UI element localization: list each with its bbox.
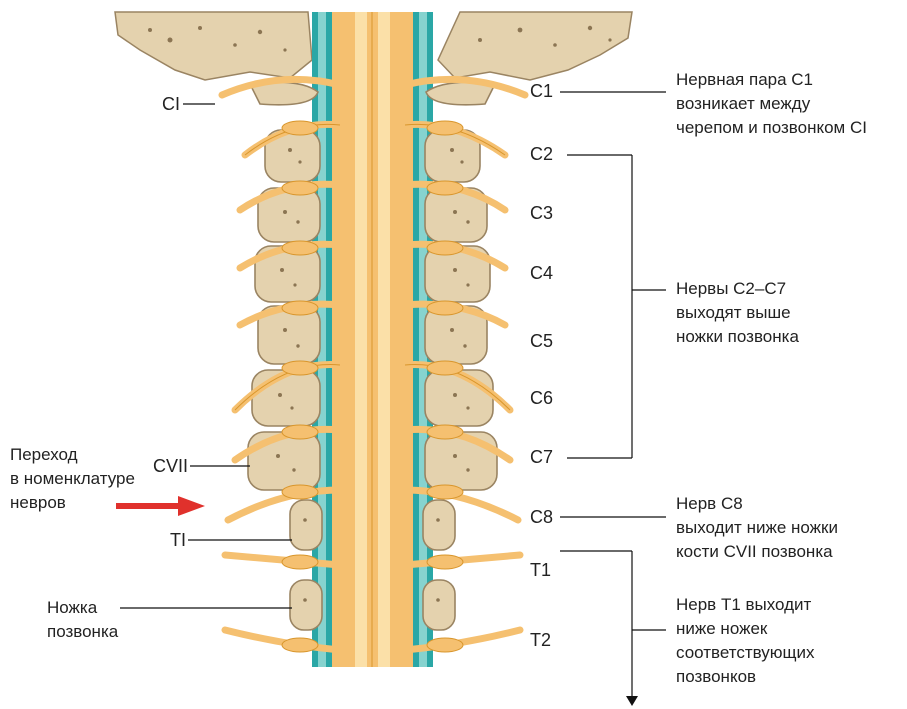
- transition-line-3: невров: [10, 491, 135, 515]
- transition-line-1: Переход: [10, 443, 135, 467]
- label-t1: T1: [530, 559, 551, 581]
- note-c2-c7-line-1: Нервы C2–C7: [676, 277, 799, 301]
- label-c6: C6: [530, 387, 553, 409]
- label-c8: C8: [530, 506, 553, 528]
- pedicle-line-1: Ножка: [47, 596, 118, 620]
- vertebrae-right: [423, 82, 497, 630]
- spinal-cord: [332, 12, 413, 667]
- label-t2: T2: [530, 629, 551, 651]
- note-c8: Нерв C8 выходит ниже ножки кости CVII по…: [676, 492, 838, 564]
- transition-note: Переход в номенклатуре невров: [10, 443, 135, 515]
- label-c7: C7: [530, 446, 553, 468]
- pedicle-note: Ножка позвонка: [47, 596, 118, 644]
- note-c1-line-3: черепом и позвонком CI: [676, 116, 867, 140]
- vertebrae-left: [248, 82, 322, 630]
- note-c2-c7-line-2: выходят выше: [676, 301, 799, 325]
- note-c8-line-3: кости CVII позвонка: [676, 540, 838, 564]
- note-c8-line-1: Нерв C8: [676, 492, 838, 516]
- note-c8-line-2: выходит ниже ножки: [676, 516, 838, 540]
- note-t1-line-2: ниже ножек: [676, 617, 815, 641]
- note-c1: Нервная пара C1 возникает между черепом …: [676, 68, 867, 140]
- label-c1: C1: [530, 80, 553, 102]
- label-c3: C3: [530, 202, 553, 224]
- label-c2: C2: [530, 143, 553, 165]
- pedicle-line-2: позвонка: [47, 620, 118, 644]
- label-ti: TI: [150, 529, 186, 551]
- label-cvii: CVII: [140, 455, 188, 477]
- transition-line-2: в номенклатуре: [10, 467, 135, 491]
- note-t1-line-1: Нерв T1 выходит: [676, 593, 815, 617]
- note-c1-line-2: возникает между: [676, 92, 867, 116]
- note-c2-c7: Нервы C2–C7 выходят выше ножки позвонка: [676, 277, 799, 349]
- label-c5: C5: [530, 330, 553, 352]
- note-t1: Нерв T1 выходит ниже ножек соответствующ…: [676, 593, 815, 689]
- label-c4: C4: [530, 262, 553, 284]
- label-ci: CI: [140, 93, 180, 115]
- note-t1-line-4: позвонков: [676, 665, 815, 689]
- note-c1-line-1: Нервная пара C1: [676, 68, 867, 92]
- note-t1-line-3: соответствующих: [676, 641, 815, 665]
- down-arrow-icon: [626, 696, 638, 706]
- note-c2-c7-line-3: ножки позвонка: [676, 325, 799, 349]
